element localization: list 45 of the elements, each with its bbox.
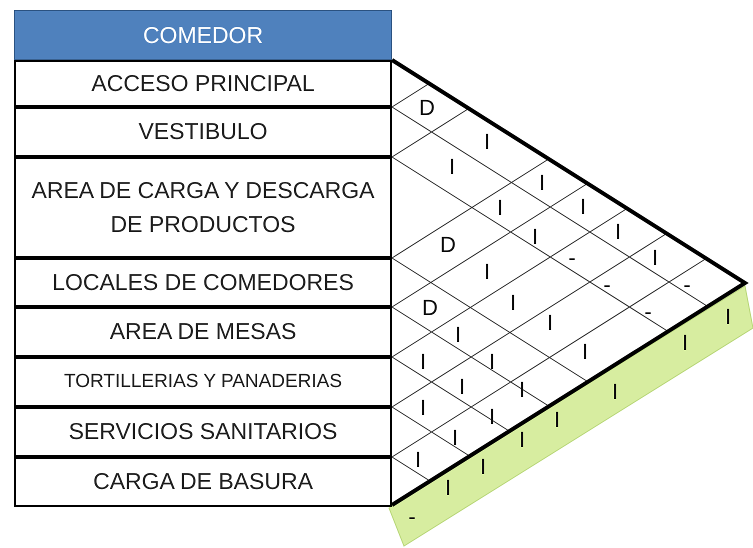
relation-code: I <box>496 197 504 219</box>
relation-code: I <box>518 429 526 451</box>
relation-code: I <box>532 226 538 248</box>
area-row: TORTILLERIAS Y PANADERIAS <box>14 357 392 407</box>
relation-code: I <box>488 351 496 373</box>
area-row: AREA DE MESAS <box>14 307 392 357</box>
table-header: COMEDOR <box>14 10 392 60</box>
area-row: CARGA DE BASURA <box>14 457 392 507</box>
relation-code: - <box>683 274 691 296</box>
relation-code: I <box>484 261 490 283</box>
relation-code: I <box>448 156 456 178</box>
relation-code: I <box>484 131 490 153</box>
area-row: ACCESO PRINCIPAL <box>14 60 392 107</box>
relation-code: I <box>518 379 526 401</box>
relation-code: I <box>538 172 546 194</box>
relation-code: I <box>414 449 422 471</box>
relation-code: I <box>682 332 688 354</box>
relation-code: I <box>454 324 462 346</box>
area-row: VESTIBULO <box>14 107 392 157</box>
relation-code: I <box>554 409 560 431</box>
relation-code: I <box>652 247 658 269</box>
relation-code: I <box>724 306 732 328</box>
relation-code: D <box>422 297 438 319</box>
relation-code: I <box>612 381 618 403</box>
relation-code: I <box>420 351 426 373</box>
relation-code: I <box>582 341 588 363</box>
relation-code: I <box>580 196 586 218</box>
relation-code: D <box>440 234 456 256</box>
relation-code: I <box>488 406 496 428</box>
relation-code: I <box>614 221 622 243</box>
relation-code: I <box>458 376 466 398</box>
relation-code: - <box>408 506 416 528</box>
area-row: AREA DE CARGA Y DESCARGA DE PRODUCTOS <box>14 157 392 258</box>
relation-code: I <box>452 427 458 449</box>
relation-code: I <box>444 477 452 499</box>
relation-code: - <box>644 301 652 323</box>
area-row: SERVICIOS SANITARIOS <box>14 407 392 457</box>
relation-code: D <box>419 97 435 119</box>
relation-code: - <box>603 274 611 296</box>
relation-code: I <box>546 312 554 334</box>
relation-code: I <box>420 397 426 419</box>
area-row: LOCALES DE COMEDORES <box>14 258 392 307</box>
relation-code: I <box>480 456 486 478</box>
relation-code: - <box>568 247 576 269</box>
relation-code: I <box>510 292 516 314</box>
